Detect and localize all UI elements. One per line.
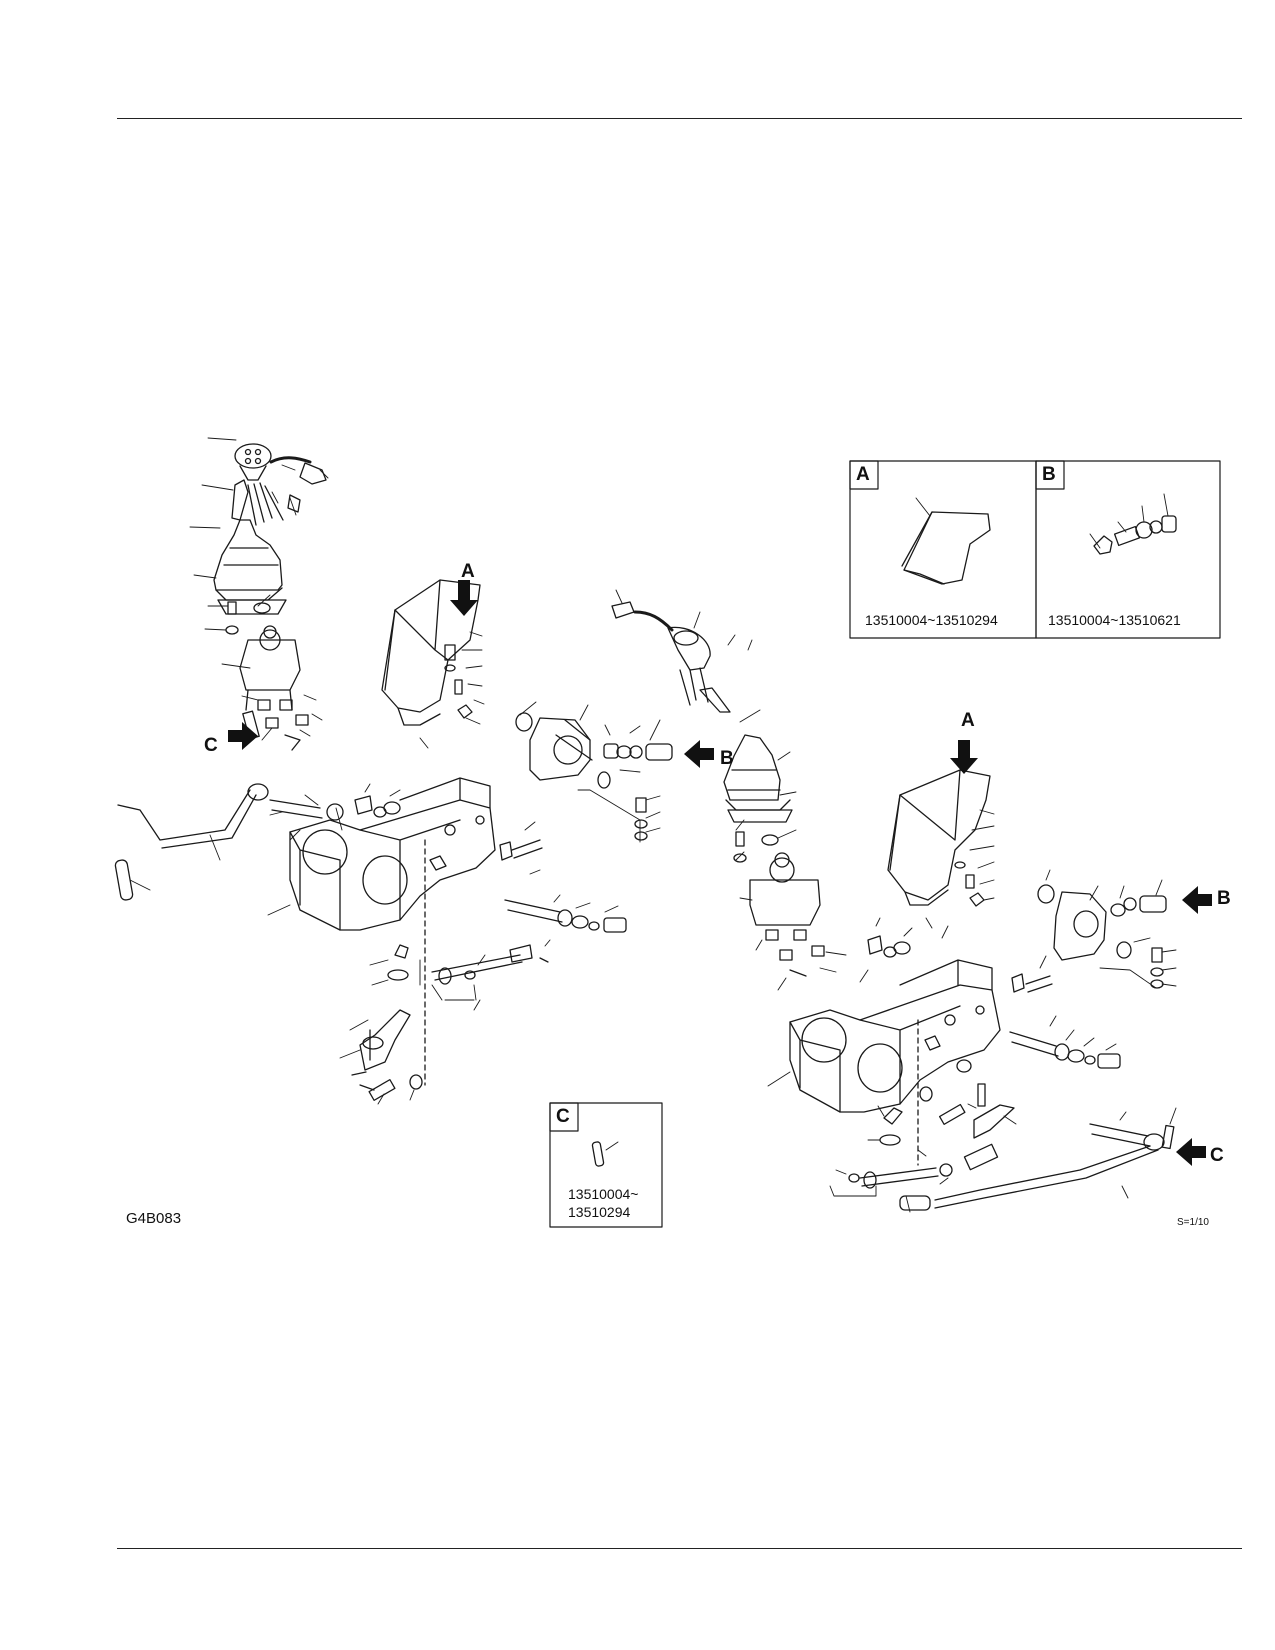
right-mount-plate (727, 809, 793, 823)
right-bracket-assembly (1037, 884, 1167, 989)
right-lower-leaders (829, 1103, 1177, 1213)
bottom-rule (117, 1548, 1242, 1549)
right-rubber-boot (723, 734, 791, 811)
detail-panel-b-range: 13510004~13510621 (1048, 612, 1181, 628)
detail-panel-a-range: 13510004~13510294 (865, 612, 998, 628)
callout-label-b-right: B (1217, 888, 1231, 909)
right-valve-bolts (733, 831, 779, 863)
right-grip-switch-cap (611, 601, 731, 713)
right-joystick-assembly (611, 601, 825, 977)
drawing-code: G4B083 (126, 1210, 182, 1227)
callout-label-b-left: B (720, 748, 734, 769)
callout-label-a-right: A (961, 710, 975, 731)
top-rule (117, 118, 1242, 119)
detail-panel-c-range-line1: 13510004~ (568, 1186, 639, 1202)
scale-note: S=1/10 (1177, 1217, 1209, 1228)
left-valve-bolts (225, 601, 271, 635)
callout-arrow-c-right (1176, 1138, 1206, 1166)
callout-arrow-c-left (228, 722, 258, 750)
detail-panel-b-label: B (1042, 464, 1056, 485)
left-mount-plate (217, 599, 287, 615)
right-armrest-leaders (925, 809, 995, 929)
callout-label-c-right: C (1210, 1145, 1224, 1166)
detail-panel-a-label: A (856, 464, 870, 485)
left-console-leaders (129, 783, 619, 916)
callout-arrow-a-right (950, 740, 978, 774)
left-armrest-bolts (444, 644, 473, 719)
left-rubber-boot (213, 519, 283, 601)
right-lower-linkage (848, 1019, 1175, 1211)
callout-arrow-a-left (450, 580, 478, 616)
left-pilot-valve (239, 625, 309, 751)
left-armrest-leaders (419, 631, 485, 749)
left-joystick-assembly (213, 443, 327, 751)
detail-panel-b-frame (1035, 460, 1221, 639)
right-armrest-cover (887, 769, 991, 906)
detail-panel-c-frame (549, 1102, 663, 1228)
left-grip-switch-cap (234, 443, 327, 485)
detail-panel-c-range-line2: 13510294 (568, 1204, 631, 1220)
right-console-housing (789, 959, 1001, 1113)
left-console-hardware (354, 795, 627, 933)
callout-arrow-b-right (1182, 886, 1212, 914)
callout-arrow-b-left (684, 740, 714, 768)
right-bracket-leaders (1045, 869, 1177, 989)
left-bracket-leaders (519, 701, 661, 843)
left-console-housing (289, 777, 496, 931)
right-joystick-leaders (615, 589, 847, 991)
left-grip-handle (231, 479, 301, 526)
callout-label-a-left: A (461, 561, 475, 582)
left-lower-leaders (339, 939, 551, 1105)
left-leader-lines (189, 437, 329, 741)
detail-panel-c-label: C (556, 1106, 570, 1127)
left-bracket-assembly (515, 712, 673, 841)
callout-label-c-left: C (204, 735, 218, 756)
left-travel-lever-arm (114, 783, 344, 901)
right-console-leaders (767, 917, 1117, 1087)
right-console-hardware (867, 935, 1121, 1073)
left-lower-linkage (351, 839, 549, 1101)
right-pilot-valve (749, 852, 825, 977)
